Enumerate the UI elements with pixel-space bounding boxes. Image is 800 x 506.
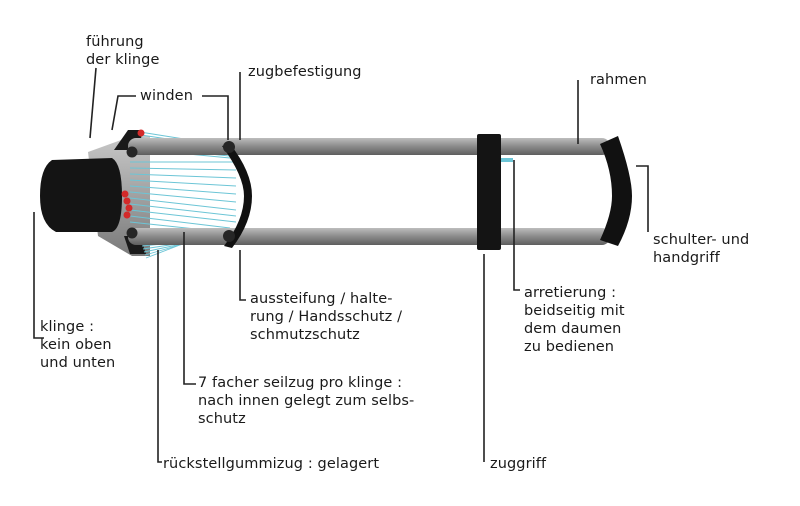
lock-marker	[501, 158, 513, 162]
label-blade-guide: führung der klinge	[86, 34, 160, 68]
label-blade: klinge : kein oben und unten	[40, 319, 116, 371]
label-cable-attachment: zugbefestigung	[248, 64, 362, 80]
shoulder-handgrip	[600, 136, 632, 246]
cable-anchor-top	[223, 141, 235, 153]
label-shoulder-handgrip: schulter- und handgriff	[653, 232, 750, 266]
cables-fan	[129, 161, 237, 233]
leader-lines	[33, 67, 649, 463]
label-return-rubber: rückstellgummizug : gelagert	[163, 456, 380, 472]
rail-top	[128, 138, 610, 155]
label-winches: winden	[140, 88, 193, 104]
winch-dots	[121, 129, 145, 219]
cable-anchor-bottom	[223, 230, 235, 242]
label-lock: arretierung : beidseitig mit dem daumen …	[524, 285, 625, 355]
winch-pin-2	[126, 227, 138, 239]
stiffener-guard	[222, 144, 252, 248]
label-stiffener: aussteifung / halte- rung / Handsschutz …	[250, 291, 403, 343]
blade	[40, 158, 122, 232]
pull-grip	[477, 134, 501, 250]
winch-pin-1	[126, 146, 138, 158]
label-cable-system: 7 facher seilzug pro klinge : nach innen…	[198, 375, 415, 427]
label-pull-grip: zuggriff	[490, 456, 547, 472]
label-frame: rahmen	[590, 72, 647, 88]
rail-bottom	[128, 228, 610, 245]
